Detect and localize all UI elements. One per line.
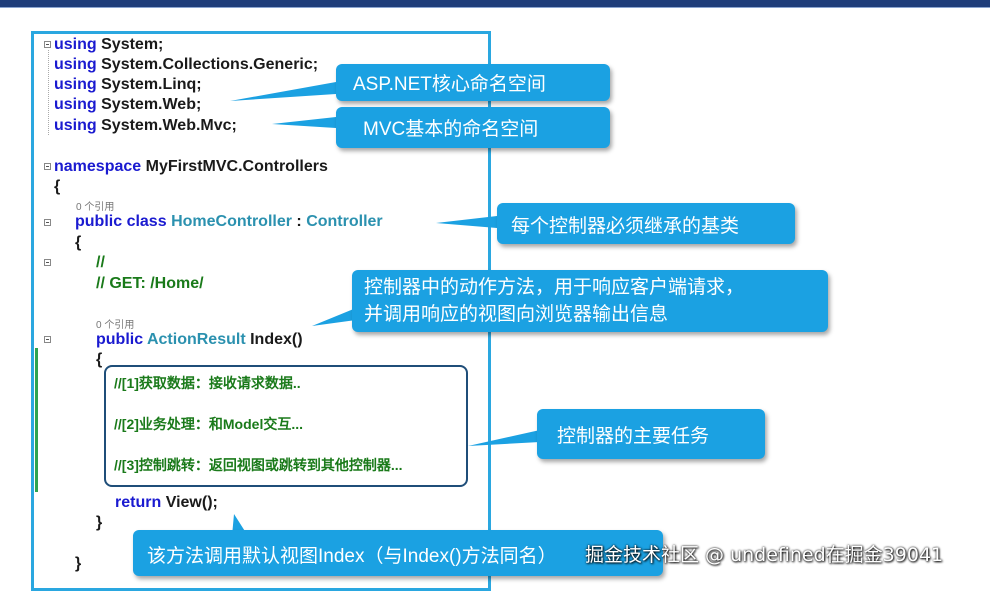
arrow-aspnet [230,82,336,101]
reference-count: 0 个引用 [96,320,135,331]
method-signature: Index() [250,331,303,348]
keyword-public: public [75,213,123,230]
fold-toggle-icon[interactable] [44,163,51,170]
using-namespace: System.Web.Mvc; [101,117,237,134]
indent-guide [48,50,49,135]
code-line-comment: // [96,254,105,271]
keyword-class: class [126,213,167,230]
callout-text: 控制器的主要任务 [557,426,710,447]
top-title-bar-line [0,7,990,8]
keyword-public: public [96,331,144,348]
keyword-using: using [54,96,97,113]
code-line-brace: } [96,514,103,531]
keyword-using: using [54,56,97,73]
using-namespace: System.Collections.Generic; [101,56,319,73]
watermark: 掘金技术社区 @ undefined在掘金39041 [585,544,944,566]
fold-toggle-icon[interactable] [44,41,51,48]
callout-default-view: 该方法调用默认视图Index（与Index()方法同名） [133,530,663,576]
keyword-using: using [54,117,97,134]
callout-text: 每个控制器必须继承的基类 [511,216,740,237]
arrow-action [312,308,356,326]
code-line-using: using System.Linq; [54,76,202,94]
code-line-using: using System.Collections.Generic; [54,56,318,74]
callout-text: 该方法调用默认视图Index（与Index()方法同名） [147,546,557,567]
code-line-brace: { [54,178,61,195]
callout-action-method: 控制器中的动作方法，用于响应客户端请求， 并调用响应的视图向浏览器输出信息 [352,270,828,332]
code-line-brace: } [75,555,82,572]
callout-aspnet-namespace: ASP.NET核心命名空间 [336,64,610,101]
callout-main-task: 控制器的主要任务 [537,409,765,459]
arrow-base [436,216,497,228]
code-line-method: public ActionResult Index() [96,331,303,349]
using-namespace: System.Web; [101,96,202,113]
code-line-brace: { [75,234,82,251]
callout-base-class: 每个控制器必须继承的基类 [497,203,795,244]
base-class-name: Controller [306,213,383,230]
code-line-return: return View(); [115,494,218,512]
class-name: HomeController [171,213,292,230]
arrow-task [468,430,540,446]
return-statement: View(); [165,494,218,511]
keyword-using: using [54,76,97,93]
callout-text: MVC基本的命名空间 [363,119,539,140]
reference-count: 0 个引用 [76,202,115,213]
keyword-using: using [54,36,97,53]
task-comment: //[2]业务处理：和Model交互... [114,416,303,432]
code-line-using: using System.Web; [54,96,201,114]
code-line-using: using System.Web.Mvc; [54,117,237,135]
keyword-namespace: namespace [54,158,142,175]
return-type: ActionResult [146,331,246,348]
code-line-class: public class HomeController : Controller [75,213,383,231]
callout-text-line2: 并调用响应的视图向浏览器输出信息 [364,304,669,325]
top-title-bar [0,0,990,7]
change-indicator-bar [35,348,38,492]
arrow-mvc [272,117,336,128]
task-comment: //[3]控制跳转：返回视图或跳转到其他控制器... [114,457,403,473]
code-line-brace: { [96,351,103,368]
code-line-comment: // GET: /Home/ [96,275,204,292]
code-line-using: using System; [54,36,163,54]
fold-toggle-icon[interactable] [44,219,51,226]
keyword-return: return [115,494,162,511]
fold-toggle-icon[interactable] [44,336,51,343]
callout-text: ASP.NET核心命名空间 [353,74,546,95]
colon: : [291,213,307,230]
code-line-namespace: namespace MyFirstMVC.Controllers [54,158,328,176]
namespace-name: MyFirstMVC.Controllers [145,158,328,175]
callout-text-line1: 控制器中的动作方法，用于响应客户端请求， [364,277,745,298]
task-comment: //[1]获取数据：接收请求数据.. [114,375,301,391]
using-namespace: System; [101,36,164,53]
main-task-box [104,365,468,487]
callout-mvc-namespace: MVC基本的命名空间 [336,107,610,148]
using-namespace: System.Linq; [101,76,202,93]
fold-toggle-icon[interactable] [44,259,51,266]
